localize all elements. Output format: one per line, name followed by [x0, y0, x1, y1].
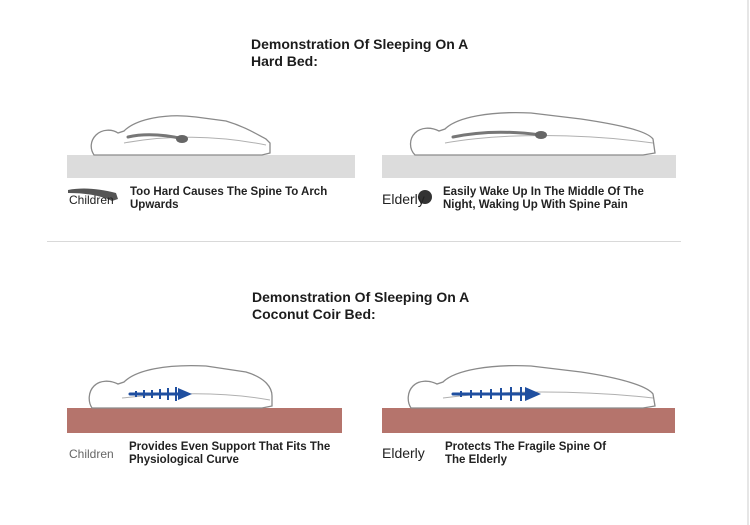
children-label: Children: [69, 447, 114, 461]
coir-bed-children-desc: Provides Even Support That Fits The Phys…: [129, 441, 344, 467]
coir-bed-children-panel: Children Provides Even Support That Fits…: [66, 350, 366, 475]
hard-mattress: [67, 155, 355, 178]
hard-bed-elderly-panel: Elderly Easily Wake Up In The Middle Of …: [381, 95, 681, 220]
coir-bed-children-illustration: [67, 364, 342, 433]
hard-bed-elderly-desc: Easily Wake Up In The Middle Of The Nigh…: [443, 186, 658, 212]
desc-line2: Physiological Curve: [129, 454, 239, 466]
hard-bed-title: Demonstration Of Sleeping On A Hard Bed:: [251, 36, 468, 70]
hard-bed-children-illustration: [67, 115, 355, 201]
pelvis: [178, 388, 192, 400]
section-divider: [47, 241, 681, 242]
pelvis: [525, 387, 541, 401]
spine-vertebrae: [135, 387, 177, 401]
elderly-icon: [418, 190, 432, 204]
coir-bed-title-line1: Demonstration Of Sleeping On A: [252, 289, 470, 305]
body-contour: [121, 393, 271, 401]
coir-bed-elderly-desc: Protects The Fragile Spine Of The Elderl…: [445, 441, 660, 467]
coir-mattress: [382, 408, 675, 433]
elderly-label: Elderly: [382, 445, 425, 461]
coir-bed-elderly-illustration: [382, 364, 675, 433]
hard-bed-children-desc: Too Hard Causes The Spine To Arch Upward…: [130, 186, 345, 212]
desc-line2: Upwards: [130, 199, 179, 211]
coir-bed-title-line2: Coconut Coir Bed:: [252, 306, 376, 322]
body-outline: [88, 364, 273, 409]
desc-line1: Provides Even Support That Fits The: [129, 441, 331, 453]
hard-mattress: [382, 155, 676, 178]
hard-bed-elderly-illustration: [382, 111, 676, 204]
elderly-label: Elderly: [382, 191, 425, 207]
page-right-edge: [747, 0, 749, 525]
hard-bed-title-line2: Hard Bed:: [251, 53, 318, 69]
body-outline: [407, 364, 656, 409]
hard-bed-title-line1: Demonstration Of Sleeping On A: [251, 36, 469, 52]
desc-line1: Easily Wake Up In The Middle Of The: [443, 186, 644, 198]
body-contour: [123, 136, 267, 146]
desc-line1: Too Hard Causes The Spine To Arch: [130, 186, 328, 198]
coir-bed-elderly-panel: Elderly Protects The Fragile Spine Of Th…: [381, 350, 681, 475]
pelvis: [535, 131, 547, 139]
desc-line1: Protects The Fragile Spine Of: [445, 441, 607, 453]
spine-vertebrae: [460, 387, 522, 401]
child-icon: [68, 188, 118, 201]
pelvis: [176, 135, 188, 143]
children-label: Children: [69, 193, 114, 207]
coir-mattress: [67, 408, 342, 433]
coir-bed-title: Demonstration Of Sleeping On A Coconut C…: [252, 289, 469, 323]
hard-bed-children-panel: Children Too Hard Causes The Spine To Ar…: [66, 95, 366, 220]
desc-line2: The Elderly: [445, 454, 507, 466]
spine: [451, 130, 543, 139]
desc-line2: Night, Waking Up With Spine Pain: [443, 199, 628, 211]
